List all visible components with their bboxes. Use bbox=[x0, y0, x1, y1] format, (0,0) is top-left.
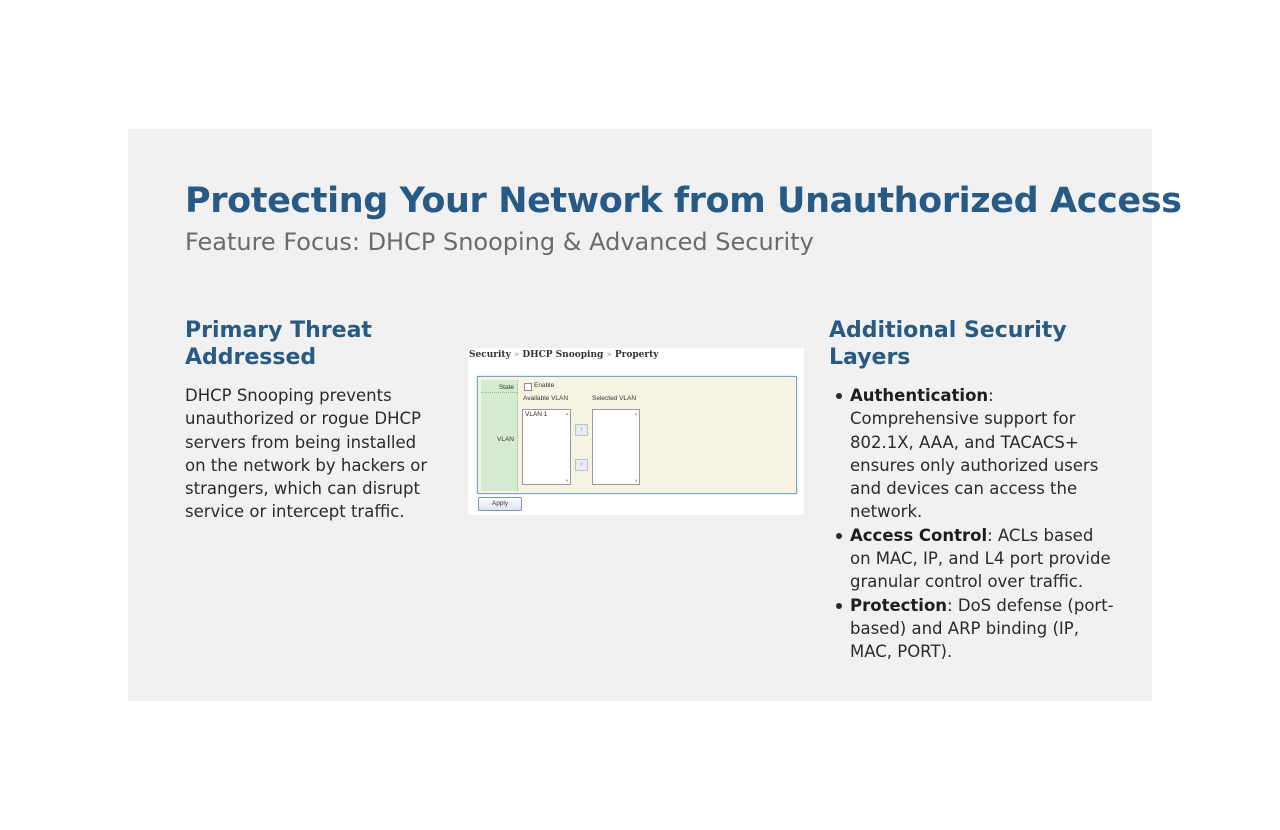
primary-threat-body: DHCP Snooping prevents unauthorized or r… bbox=[185, 386, 428, 522]
additional-security-heading: Additional Security Layers bbox=[829, 318, 1067, 370]
bullet-separator: : bbox=[987, 525, 993, 545]
available-vlan-list[interactable]: VLAN 1 ▲ ▼ bbox=[522, 409, 571, 485]
breadcrumb-property: Property bbox=[614, 350, 659, 360]
property-panel: State VLAN Enable Available VLAN Selecte… bbox=[477, 376, 797, 494]
breadcrumb: Security»DHCP Snooping»Property bbox=[469, 350, 658, 360]
additional-security-section: Additional Security Layers Authenticatio… bbox=[829, 317, 1119, 664]
breadcrumb-dhcp-snooping[interactable]: DHCP Snooping bbox=[522, 350, 604, 360]
bullet-text: ACLs based on MAC, IP, and L4 port provi… bbox=[850, 525, 1111, 592]
field-label-column: State VLAN bbox=[481, 380, 518, 491]
primary-threat-section: Primary Threat Addressed DHCP Snooping p… bbox=[185, 317, 435, 524]
list-item: Authentication: Comprehensive support fo… bbox=[829, 384, 1119, 524]
scroll-down-icon[interactable]: ▼ bbox=[634, 478, 638, 483]
selected-vlan-list[interactable]: ▲ ▼ bbox=[592, 409, 640, 485]
scroll-down-icon[interactable]: ▼ bbox=[565, 478, 569, 483]
selected-vlan-label: Selected VLAN bbox=[592, 395, 637, 402]
apply-button[interactable]: Apply bbox=[478, 497, 522, 511]
add-vlan-button[interactable]: › bbox=[575, 424, 588, 436]
slide-subtitle: Feature Focus: DHCP Snooping & Advanced … bbox=[185, 228, 814, 256]
enable-checkbox[interactable] bbox=[524, 383, 532, 391]
breadcrumb-separator: » bbox=[513, 350, 520, 360]
enable-label: Enable bbox=[534, 382, 555, 389]
available-vlan-option[interactable]: VLAN 1 bbox=[525, 411, 548, 418]
remove-vlan-button[interactable]: ‹ bbox=[575, 459, 588, 471]
scroll-up-icon[interactable]: ▲ bbox=[634, 411, 638, 416]
bullet-separator: : bbox=[947, 595, 953, 615]
bullet-term: Authentication bbox=[850, 386, 989, 405]
state-label: State bbox=[498, 384, 514, 391]
bullet-text: DoS defense (port-based) and ARP binding… bbox=[850, 595, 1114, 662]
dhcp-snooping-screenshot: Security»DHCP Snooping»Property State VL… bbox=[468, 348, 804, 515]
breadcrumb-security[interactable]: Security bbox=[469, 350, 511, 360]
list-item: Protection: DoS defense (port-based) and… bbox=[829, 594, 1119, 664]
bullet-text: Comprehensive support for 802.1X, AAA, a… bbox=[850, 409, 1099, 522]
slide: Protecting Your Network from Unauthorize… bbox=[128, 129, 1182, 701]
available-vlan-label: Available VLAN bbox=[523, 395, 569, 402]
scroll-up-icon[interactable]: ▲ bbox=[565, 411, 569, 416]
list-item: Access Control: ACLs based on MAC, IP, a… bbox=[829, 524, 1119, 594]
row-divider bbox=[481, 392, 517, 393]
breadcrumb-separator: » bbox=[606, 350, 612, 360]
bullet-term: Protection bbox=[850, 595, 948, 615]
bullet-separator: : bbox=[988, 386, 994, 405]
security-bullet-list: Authentication: Comprehensive support fo… bbox=[829, 384, 1119, 664]
vlan-label: VLAN bbox=[497, 436, 514, 443]
slide-title: Protecting Your Network from Unauthorize… bbox=[185, 181, 1182, 221]
bullet-term: Access Control bbox=[850, 525, 988, 545]
primary-threat-heading: Primary Threat Addressed bbox=[185, 318, 372, 370]
